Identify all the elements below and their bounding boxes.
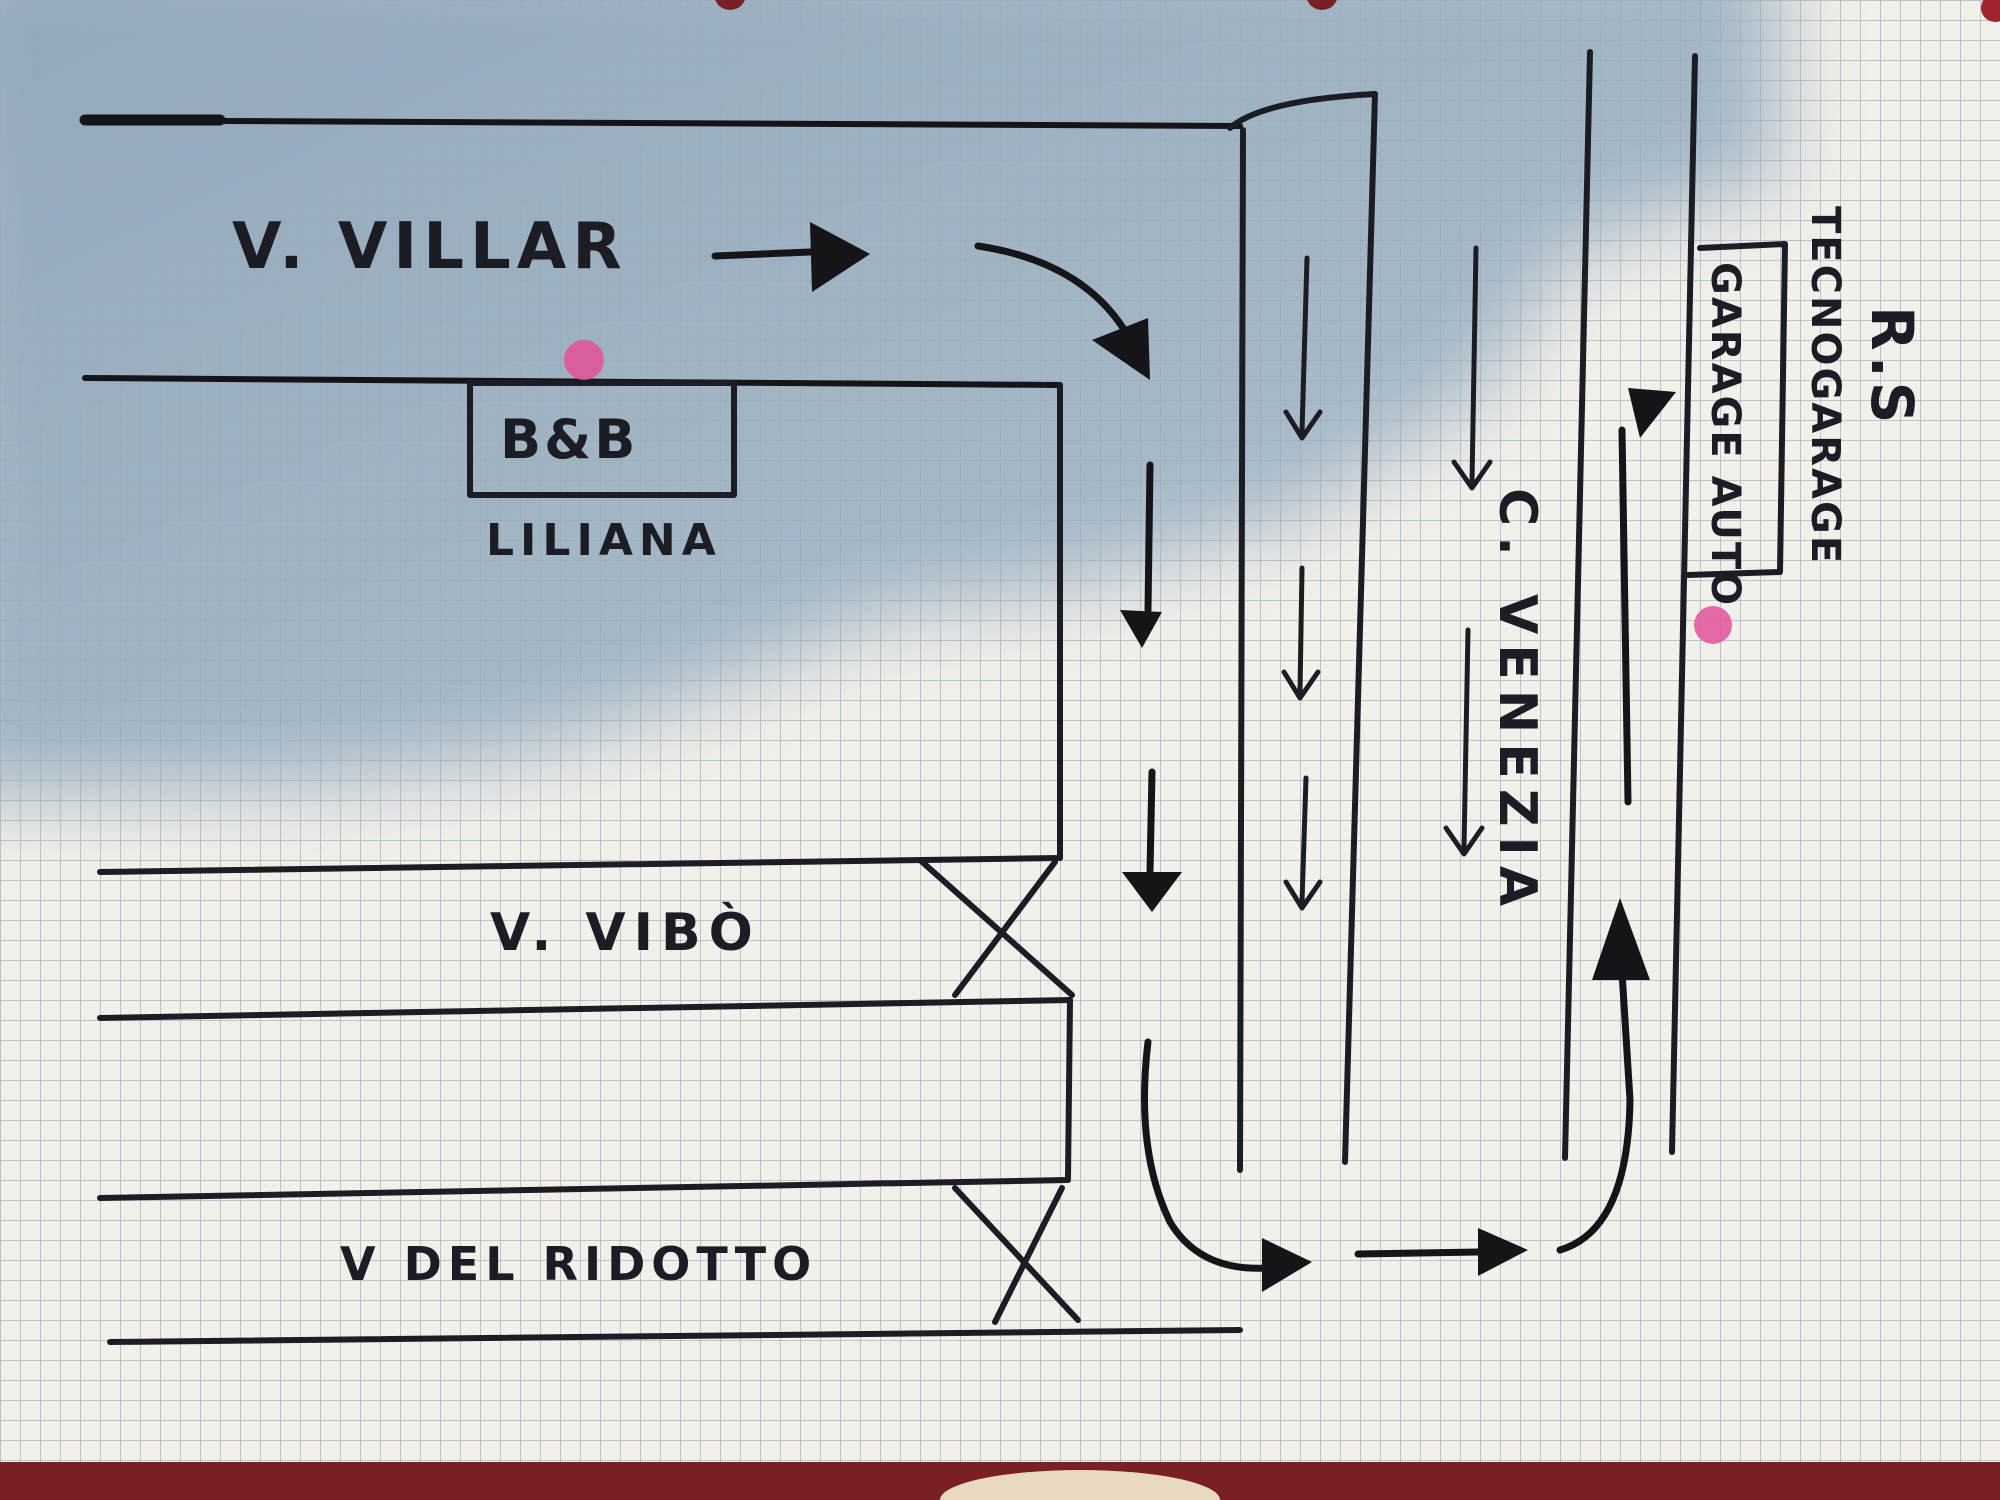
route-arrow-down-2 xyxy=(1146,768,1156,876)
location-marker-bnb xyxy=(564,340,604,380)
venezia-lane-right xyxy=(1342,91,1378,1165)
middle-block-edge xyxy=(1065,997,1073,1181)
lane-arrow-down xyxy=(1281,565,1321,701)
vibo-cross-mark xyxy=(917,857,1075,998)
route-arrow-curve xyxy=(1140,1038,1272,1272)
venezia-far-left xyxy=(1562,49,1593,1161)
garage-box xyxy=(1685,241,1788,578)
vibo-bottom-edge xyxy=(97,997,1073,1021)
venezia-curved-corner xyxy=(1227,91,1378,131)
street-label-villar: V. VILLAR xyxy=(232,210,628,284)
arrowhead-icon xyxy=(1478,1228,1528,1276)
bnb-box xyxy=(467,380,737,498)
arrowhead-icon xyxy=(1120,610,1162,648)
garage-name-label: TECNOGARAGE xyxy=(1802,206,1848,565)
route-arrow-up xyxy=(1618,426,1632,806)
route-arrow-down-1 xyxy=(1144,461,1154,614)
garage-owner-label: R.S xyxy=(1858,306,1926,428)
arrowhead-icon xyxy=(1592,898,1650,980)
arrowhead-icon xyxy=(1262,1238,1312,1292)
location-marker-garage xyxy=(1694,606,1732,644)
arrowhead-icon xyxy=(1628,388,1676,438)
lane-arrow-down xyxy=(1451,245,1493,491)
street-label-ridotto: V DEL RIDOTTO xyxy=(340,1237,817,1291)
binder-hole xyxy=(1307,0,1337,10)
venezia-far-right xyxy=(1669,53,1698,1155)
vibo-top-edge xyxy=(97,855,1063,875)
ridotto-top-edge xyxy=(97,1177,1071,1201)
bnb-name-label: LILIANA xyxy=(486,515,722,566)
arrowhead-icon xyxy=(810,222,870,292)
villar-top-edge xyxy=(217,118,1243,129)
table-object xyxy=(940,1470,1220,1500)
ridotto-cross-mark xyxy=(952,1185,1081,1325)
route-arrows xyxy=(711,222,1676,1292)
traffic-direction-arrows xyxy=(1281,245,1493,911)
bnb-label: B&B xyxy=(500,408,638,471)
route-arrow-villar xyxy=(711,248,814,260)
garage-sign-label: GARAGE AUTO xyxy=(1702,262,1748,607)
binder-hole xyxy=(715,0,745,10)
lane-arrow-down xyxy=(1283,775,1323,911)
route-arrow-right xyxy=(1354,1248,1482,1258)
route-arrow-up-curve xyxy=(1556,968,1634,1254)
lane-arrow-down xyxy=(1443,627,1485,857)
street-label-venezia: C. VENEZIA xyxy=(1487,488,1547,916)
arrowhead-icon xyxy=(1122,872,1182,912)
route-arrow-turn xyxy=(974,242,1132,340)
ridotto-bottom-edge xyxy=(107,1327,1243,1345)
lane-arrow-down xyxy=(1283,255,1323,441)
venezia-lane-left xyxy=(1237,127,1246,1173)
arrowhead-icon xyxy=(1092,318,1150,380)
street-label-vibo: V. VIBÒ xyxy=(490,901,761,963)
binder-hole xyxy=(1981,0,2000,22)
